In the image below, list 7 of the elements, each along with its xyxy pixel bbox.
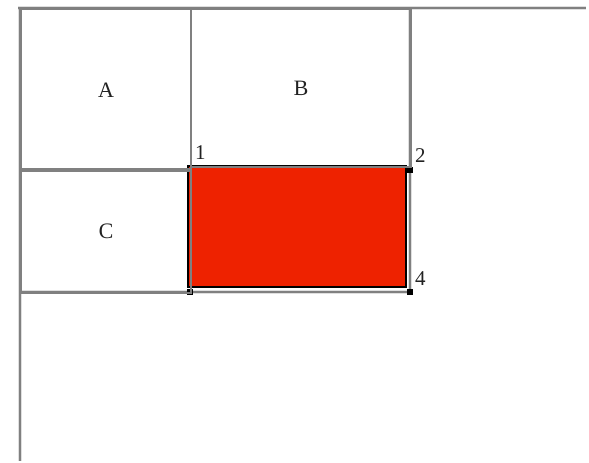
corner-number: 2	[415, 145, 426, 166]
cell-letter: B	[294, 75, 308, 101]
corner-number: 1	[195, 142, 206, 163]
corner-number: 4	[415, 268, 426, 289]
cell-letter: C	[98, 218, 114, 244]
filled-rectangle	[187, 165, 407, 288]
cell-letter: A	[98, 77, 114, 103]
